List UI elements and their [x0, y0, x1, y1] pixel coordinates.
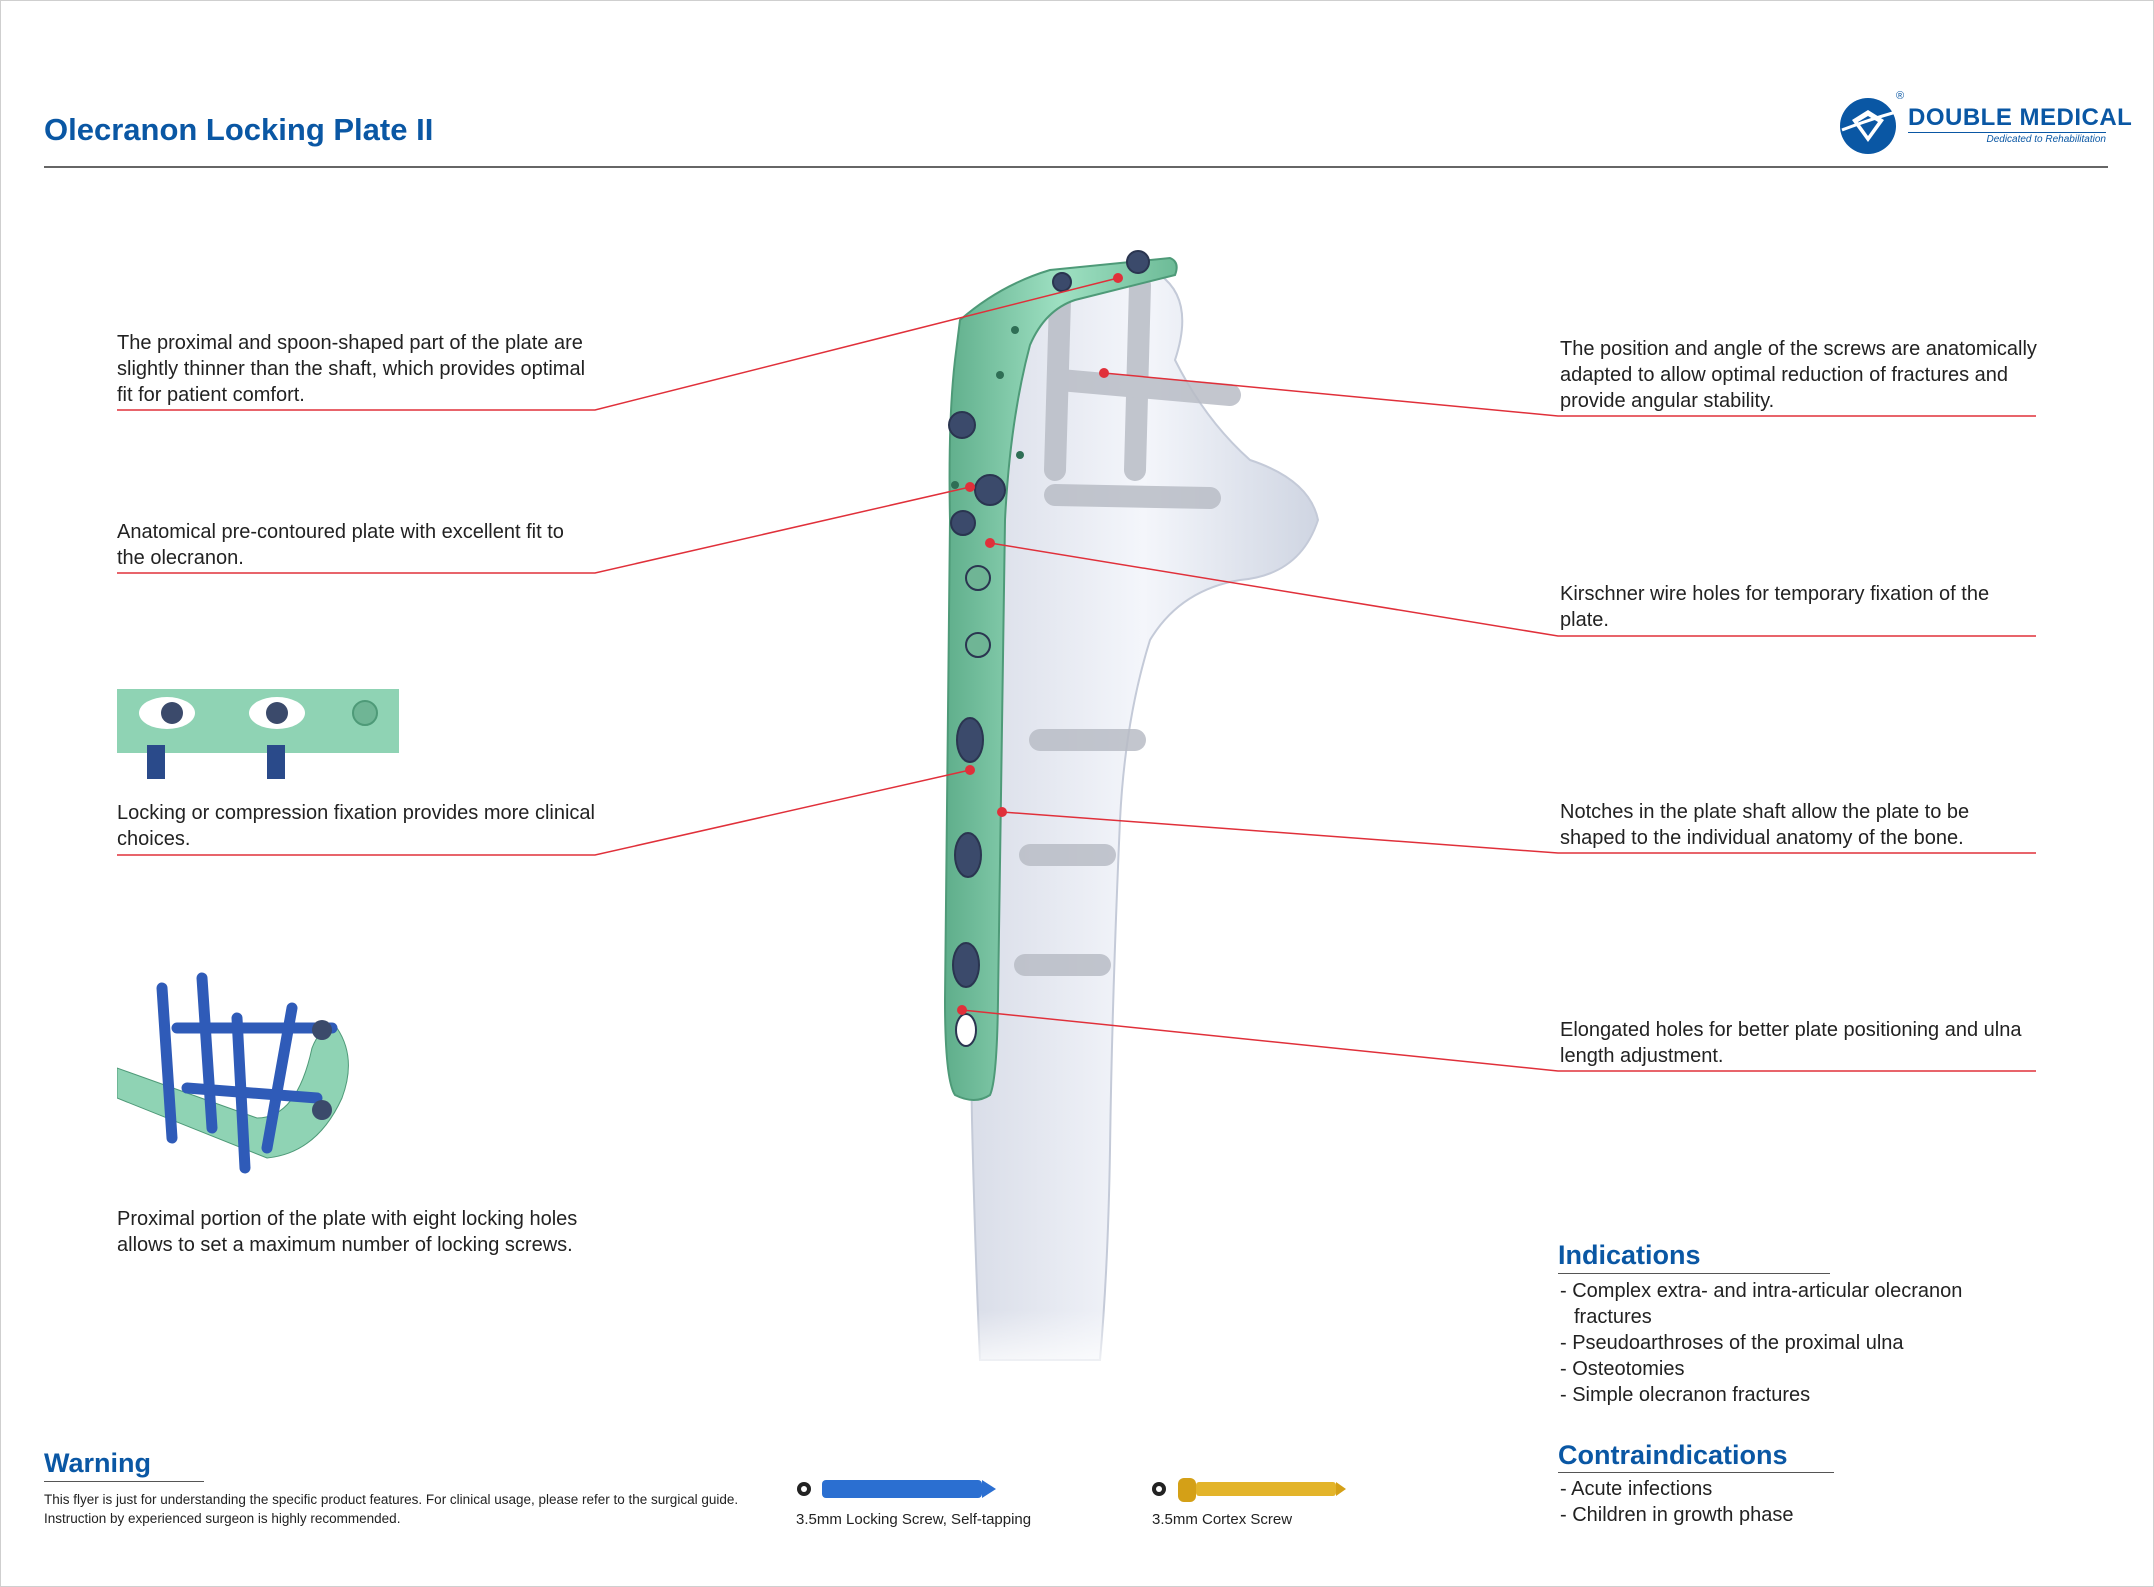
- callout-dots: [957, 273, 1123, 1015]
- registered-mark: ®: [1896, 90, 1905, 102]
- contraindications-title: Contraindications: [1558, 1440, 1788, 1470]
- brand-underline: [1908, 132, 2106, 133]
- brand-logo: ® DOUBLE MEDICAL Dedicated to Rehabilita…: [1838, 90, 2132, 158]
- internal-screws: [1014, 274, 1241, 976]
- indication-item: - Simple olecranon fractures: [1560, 1384, 1811, 1406]
- proximal-screws-thumbnail: [117, 972, 349, 1174]
- indications-rule: [1558, 1273, 1830, 1274]
- feature-note-right-1: The position and angle of the screws are…: [1560, 338, 2037, 412]
- contraindication-item: - Acute infections: [1560, 1478, 1713, 1500]
- feature-note-right-2: Kirschner wire holes for temporary fixat…: [1560, 583, 1990, 631]
- brand-name: DOUBLE MEDICAL: [1908, 104, 2133, 131]
- indication-item: - Osteotomies: [1560, 1358, 1685, 1380]
- cortex-screw-caption: 3.5mm Cortex Screw: [1152, 1511, 1293, 1528]
- contraindication-item: - Children in growth phase: [1560, 1504, 1794, 1526]
- warning-rule: [44, 1481, 204, 1482]
- cortex-screw-image: [1152, 1478, 1346, 1502]
- contraindications-rule: [1558, 1472, 1834, 1473]
- plate-holes: [948, 250, 1150, 1047]
- warning-text: This flyer is just for understanding the…: [44, 1492, 739, 1526]
- warning-title: Warning: [44, 1448, 151, 1478]
- plate-detail-thumbnail: [117, 689, 399, 779]
- brand-tagline: Dedicated to Rehabilitation: [1986, 134, 2106, 145]
- indications-list: - Complex extra- and intra-articular ole…: [1560, 1278, 1980, 1408]
- k-wire-holes: [951, 326, 1024, 489]
- feature-note-right-4: Elongated holes for better plate positio…: [1560, 1019, 2022, 1067]
- contraindications-list: - Acute infections - Children in growth …: [1560, 1476, 1980, 1528]
- indications-title: Indications: [1558, 1240, 1701, 1270]
- locking-screw-image: [797, 1480, 996, 1498]
- header-divider: [44, 166, 2108, 168]
- locking-plate: [943, 256, 1178, 1101]
- locking-screw-caption: 3.5mm Locking Screw, Self-tapping: [796, 1511, 1032, 1528]
- indication-item: - Pseudoarthroses of the proximal ulna: [1560, 1332, 1904, 1354]
- feature-note-left-3: Locking or compression fixation provides…: [117, 802, 595, 850]
- page-title: Olecranon Locking Plate II: [44, 112, 434, 147]
- feature-note-right-3: Notches in the plate shaft allow the pla…: [1560, 801, 1970, 849]
- logo-mark-icon: [1840, 98, 1897, 154]
- feature-note-left-2: Anatomical pre-contoured plate with exce…: [117, 521, 564, 569]
- indication-item: - Complex extra- and intra-articular ole…: [1560, 1280, 1963, 1328]
- feature-note-left-1: The proximal and spoon-shaped part of th…: [117, 332, 586, 406]
- feature-note-left-4: Proximal portion of the plate with eight…: [117, 1208, 578, 1256]
- callout-lines: [117, 277, 2036, 1072]
